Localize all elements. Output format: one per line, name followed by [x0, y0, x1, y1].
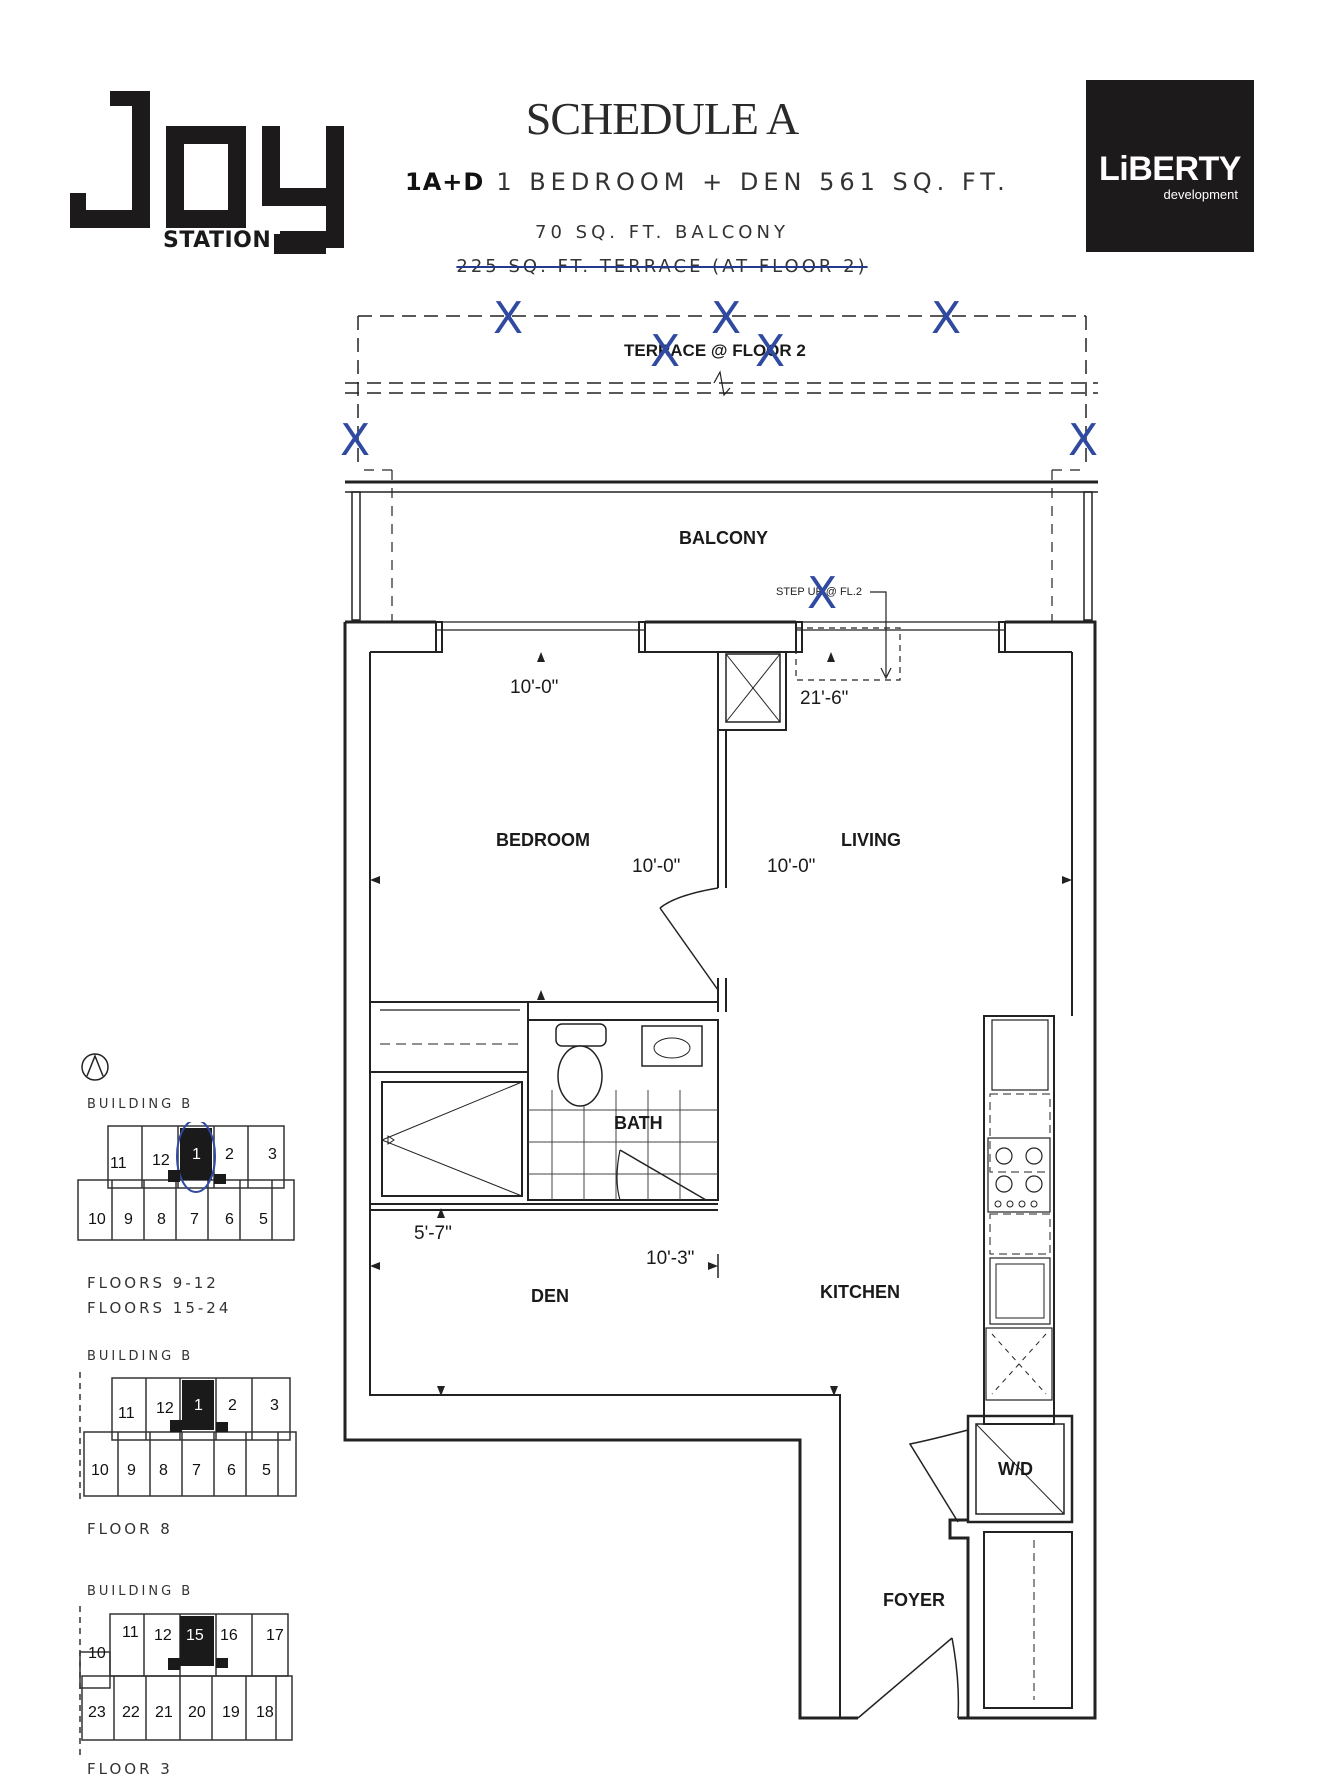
x-mark: X — [711, 293, 742, 344]
keyplan-2-unit: 12 — [156, 1400, 174, 1417]
keyplan-1-unit: 10 — [88, 1211, 106, 1228]
keyplan-1-unit: 5 — [259, 1211, 268, 1228]
liberty-logo-subtext: development — [1163, 187, 1238, 202]
balcony-area: 70 SQ. FT. BALCONY — [535, 222, 789, 243]
unit-heading: 1A+D 1 BEDROOM + DEN 561 SQ. FT. — [405, 168, 1010, 196]
x-mark: X — [931, 293, 962, 344]
keyplan-2-building: BUILDING B — [87, 1349, 194, 1364]
den-label: DEN — [531, 1286, 570, 1306]
keyplan-2-unit: 8 — [159, 1462, 168, 1479]
keyplan-1-floors: FLOORS 15-24 — [87, 1299, 232, 1317]
bath-label: BATH — [614, 1113, 663, 1133]
keyplan-1-building: BUILDING B — [87, 1097, 194, 1112]
keyplan-3-unit: 12 — [154, 1627, 172, 1644]
north-arrow-icon — [81, 1053, 109, 1081]
balcony-label: BALCONY — [679, 528, 768, 548]
liberty-logo-box — [1086, 80, 1254, 252]
keyplan-3-building: BUILDING B — [87, 1584, 194, 1599]
keyplan-2-unit: 5 — [262, 1462, 271, 1479]
wd-label: W/D — [998, 1459, 1033, 1479]
x-mark: X — [650, 326, 681, 377]
living-label: LIVING — [841, 830, 902, 850]
unit-description: 1 BEDROOM + DEN 561 SQ. FT. — [496, 168, 1010, 196]
keyplan-3-diagram — [79, 1606, 293, 1756]
keyplan-2-unit: 11 — [118, 1405, 135, 1422]
keyplan-1-unit: 11 — [110, 1155, 127, 1172]
keyplan-3-unit: 10 — [88, 1645, 106, 1662]
unit-code: 1A+D — [405, 168, 485, 196]
logo-station-text: STATION — [163, 228, 272, 253]
keyplan-3-unit-highlighted: 15 — [186, 1627, 204, 1644]
dimension-bedroom-width: 10'-0" — [510, 677, 559, 698]
dimension-living-depth: 10'-0" — [767, 856, 816, 877]
keyplan-2-unit: 9 — [127, 1462, 136, 1479]
keyplan-3-unit: 18 — [256, 1704, 274, 1721]
keyplan-1-diagram — [77, 1122, 295, 1241]
keyplan-3-unit: 19 — [222, 1704, 240, 1721]
x-mark: X — [340, 415, 371, 466]
keyplan-3-unit: 20 — [188, 1704, 206, 1721]
keyplan-1-unit: 8 — [157, 1211, 166, 1228]
keyplan-2-floors: FLOOR 8 — [87, 1520, 173, 1538]
liberty-logo-text: LiBERTY — [1099, 150, 1241, 188]
keyplan-2-unit: 10 — [91, 1462, 109, 1479]
exterior-wall-outline — [343, 620, 1097, 1720]
terrace-label: TERRACE @ FLOOR 2 — [624, 341, 806, 360]
x-mark: X — [755, 326, 786, 377]
terrace-area-struck: 225 SQ. FT. TERRACE (AT FLOOR 2) — [456, 256, 868, 277]
keyplan-3-unit: 17 — [266, 1627, 284, 1644]
keyplan-1-unit-highlighted: 1 — [192, 1146, 201, 1163]
x-mark: X — [493, 293, 524, 344]
keyplan-1-unit: 9 — [124, 1211, 133, 1228]
x-mark: X — [807, 568, 838, 619]
keyplan-3-unit: 22 — [122, 1704, 140, 1721]
keyplan-3-unit: 11 — [122, 1624, 139, 1641]
keyplan-3-unit: 23 — [88, 1704, 106, 1721]
keyplan-3-unit: 21 — [155, 1704, 173, 1721]
kitchen-label: KITCHEN — [820, 1282, 900, 1302]
keyplan-2-unit: 3 — [270, 1397, 279, 1414]
keyplan-1-floors: FLOORS 9-12 — [87, 1274, 219, 1292]
bedroom-label: BEDROOM — [496, 830, 590, 850]
keyplan-1-unit: 2 — [225, 1146, 234, 1163]
schedule-title: SCHEDULE A — [525, 93, 799, 144]
dimension-den-width: 5'-7" — [414, 1223, 452, 1244]
keyplan-2-diagram — [79, 1372, 297, 1502]
keyplan-1-unit: 3 — [268, 1146, 277, 1163]
keyplan-3-floors: FLOOR 3 — [87, 1760, 173, 1778]
joy-station-logo — [70, 91, 344, 254]
x-mark: X — [1068, 415, 1099, 466]
dimension-den-depth: 10'-3" — [646, 1248, 695, 1269]
keyplan-3-unit: 16 — [220, 1627, 238, 1644]
dimension-bedroom-depth: 10'-0" — [632, 856, 681, 877]
keyplan-2-unit: 6 — [227, 1462, 236, 1479]
keyplan-1-unit: 6 — [225, 1211, 234, 1228]
keyplan-2-unit: 7 — [192, 1462, 201, 1479]
keyplan-1-unit: 7 — [190, 1211, 199, 1228]
keyplan-2-unit-highlighted: 1 — [194, 1397, 203, 1414]
dimension-living-width: 21'-6" — [800, 688, 849, 709]
foyer-label: FOYER — [883, 1590, 946, 1610]
step-up-note: STEP UP @ FL.2 — [776, 586, 862, 598]
keyplan-1-unit: 12 — [152, 1152, 170, 1169]
keyplan-2-unit: 2 — [228, 1397, 237, 1414]
